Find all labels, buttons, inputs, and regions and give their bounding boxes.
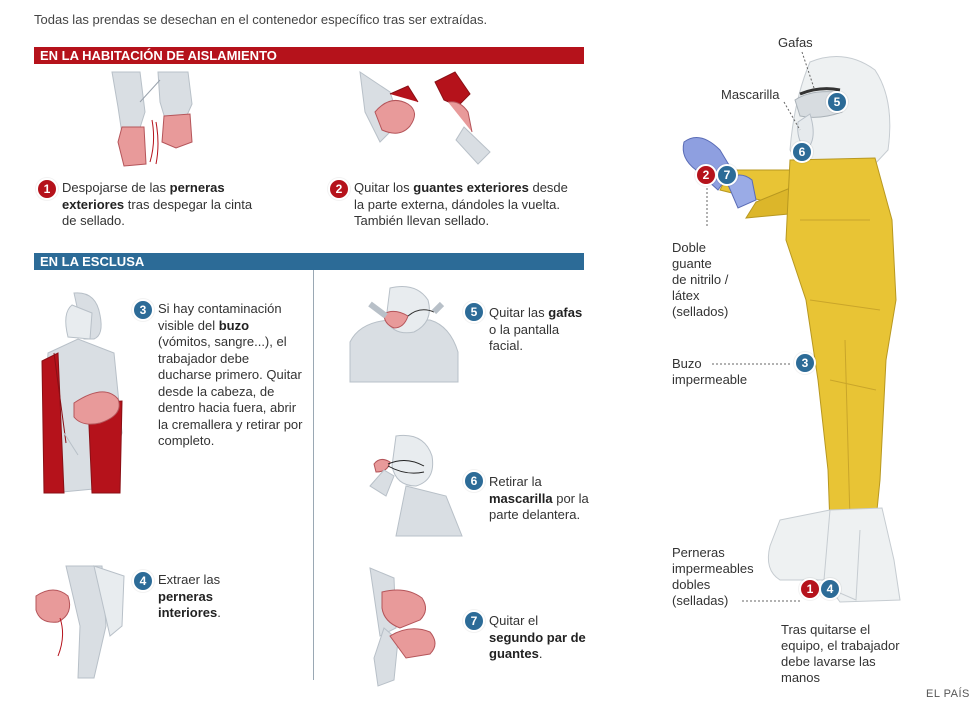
step-4-text: Extraer las perneras interiores. [158, 572, 233, 622]
leader-gafas [801, 51, 815, 89]
step-3-text: Si hay contaminación visible del buzo (v… [158, 301, 303, 450]
intro-text: Todas las prendas se desechan en el cont… [34, 12, 488, 27]
suit-badge-3: 3 [794, 352, 816, 374]
step-7-text: Quitar el segundo par de guantes. [489, 613, 589, 663]
step-text-fragment: o la pantalla facial. [489, 321, 560, 354]
step-2-text: Quitar los guantes exteriores desde la p… [354, 180, 574, 230]
step-text-fragment: segundo par de guantes [489, 629, 586, 662]
illustration-step2-gloves [359, 70, 491, 165]
illustration-step3-suit [41, 292, 123, 494]
suit-badge-2: 2 [695, 164, 717, 186]
suit-badge-7: 7 [716, 164, 738, 186]
step-text-fragment: Quitar los [354, 180, 414, 195]
step-text-fragment: desde la parte externa, dándoles la vuel… [354, 180, 568, 228]
step-1-badge: 1 [36, 178, 58, 200]
suit-badge-5: 5 [826, 91, 848, 113]
step-text-fragment: buzo [218, 317, 250, 333]
step-text-fragment: (vómitos, sangre...), el trabajador debe… [158, 334, 303, 448]
label-guante: Doble guante de nitrilo / látex (sellado… [672, 240, 729, 319]
illustration-step1-legs [111, 71, 193, 167]
step-5-badge: 5 [463, 301, 485, 323]
label-buzo: Buzo impermeable [672, 356, 748, 387]
label-mascarilla: Mascarilla [721, 87, 780, 102]
leader-buzo [712, 363, 792, 365]
step-text-fragment: tras despegar la cinta de sellado. [62, 196, 253, 229]
step-text-fragment: . [217, 605, 221, 620]
label-gafas: Gafas [778, 35, 813, 50]
leader-mascarilla [783, 101, 801, 131]
step-text-fragment: Extraer las [158, 572, 221, 587]
step-text-fragment: Quitar las [489, 305, 549, 320]
leader-perneras [742, 600, 800, 602]
step-text-fragment: perneras [169, 180, 225, 195]
step-4-badge: 4 [132, 570, 154, 592]
step-6-badge: 6 [463, 470, 485, 492]
step-7-badge: 7 [463, 610, 485, 632]
step-text-fragment: perneras interiores [158, 588, 218, 621]
step-text-fragment: gafas [548, 305, 583, 320]
section-airlock-header: EN LA ESCLUSA [34, 253, 584, 270]
step-text-fragment: Si hay contaminación visible del [158, 301, 282, 333]
suit-badge-6: 6 [791, 141, 813, 163]
airlock-divider [313, 270, 314, 680]
step-text-fragment: guantes exteriores [413, 180, 529, 195]
label-perneras: Perneras impermeables dobles (selladas) [672, 545, 754, 608]
step-1-text: Despojarse de las perneras exteriores tr… [62, 180, 262, 230]
step-text-fragment: exteriores [62, 196, 125, 212]
step-text-fragment: por la parte delantera. [489, 490, 589, 523]
suited-worker-figure [682, 56, 901, 603]
step-5-text: Quitar las gafas o la pantalla facial. [489, 305, 589, 355]
step-text-fragment: Quitar el [489, 613, 539, 628]
illustration-step4-legs [35, 565, 125, 679]
illustration-step7-gloves [369, 567, 436, 687]
illustration-step6-mask [369, 434, 463, 537]
step-6-text: Retirar la mascarilla por la parte delan… [489, 474, 589, 524]
step-2-badge: 2 [328, 178, 350, 200]
step-text-fragment: Despojarse de las [62, 180, 170, 195]
illustration-step5-goggles [349, 286, 459, 383]
step-3-badge: 3 [132, 299, 154, 321]
suit-badge-4: 4 [819, 578, 841, 600]
section-isolation-header: EN LA HABITACIÓN DE AISLAMIENTO [34, 47, 584, 64]
leader-guante [706, 188, 708, 228]
step-text-fragment: mascarilla [489, 490, 553, 506]
credit-el-pais: EL PAÍS [926, 688, 970, 700]
step-text-fragment: Retirar la [489, 474, 542, 489]
label-lavarse-manos: Tras quitarse el equipo, el trabajador d… [781, 622, 900, 685]
suit-badge-1: 1 [799, 578, 821, 600]
step-text-fragment: . [538, 646, 543, 661]
